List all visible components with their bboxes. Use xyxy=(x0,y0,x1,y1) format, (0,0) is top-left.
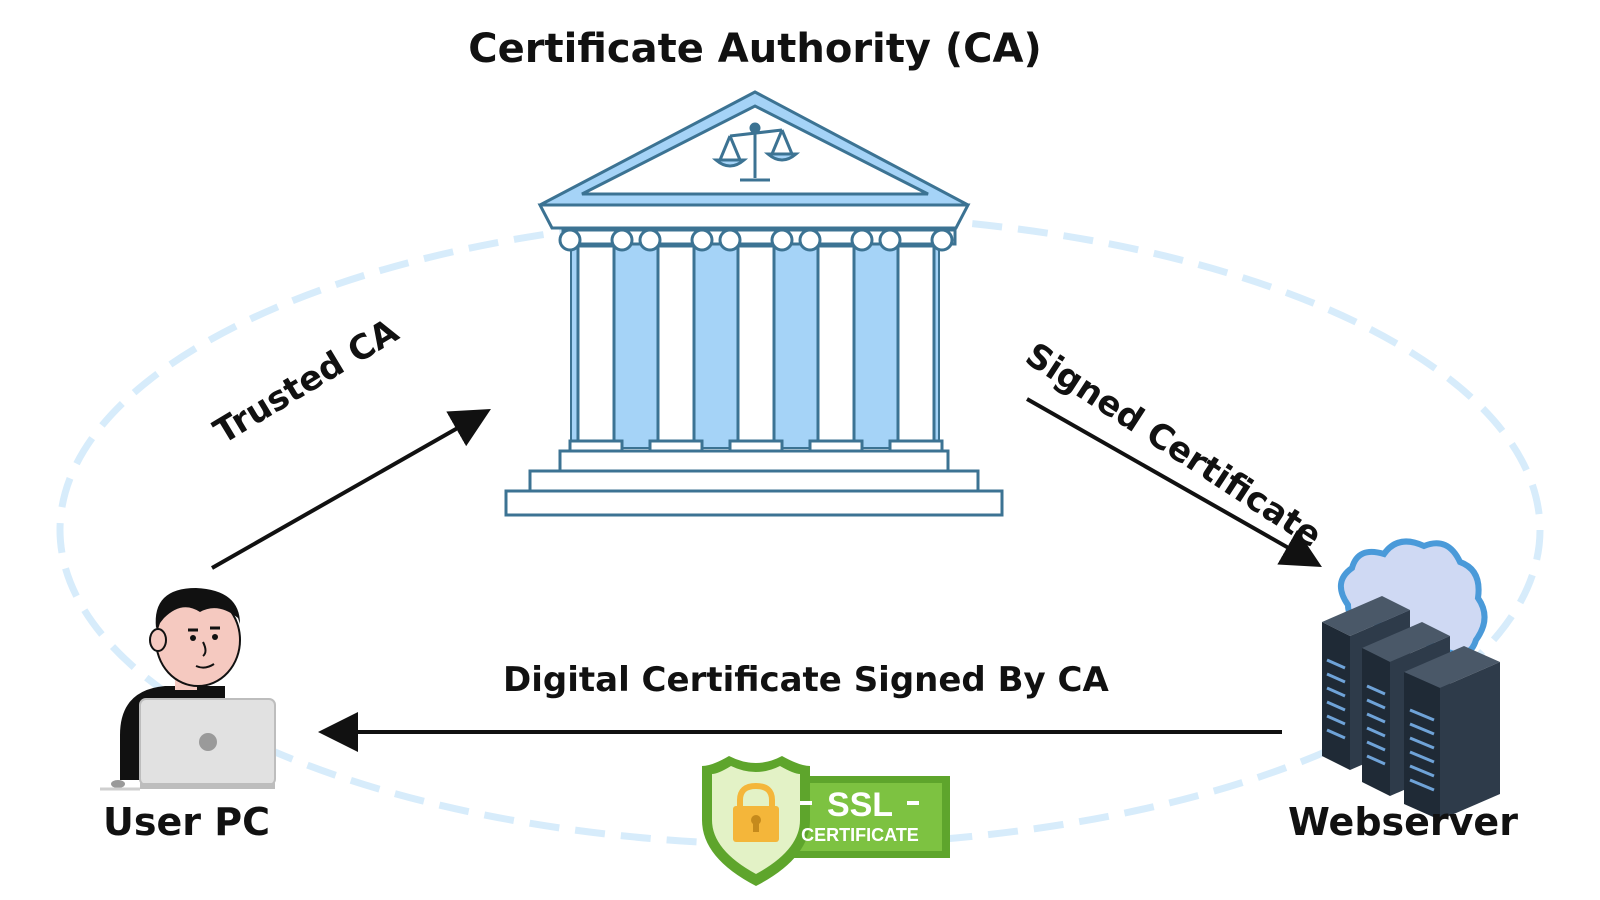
signed-certificate-arrow xyxy=(1026,397,1322,567)
scales-icon xyxy=(711,122,801,182)
trusted-ca-arrow xyxy=(211,409,491,570)
padlock-icon xyxy=(733,782,779,842)
webserver-label: Webserver xyxy=(1288,800,1518,844)
user-pc-label: User PC xyxy=(103,800,270,844)
digital-certificate-label: Digital Certificate Signed By CA xyxy=(503,660,1109,700)
ca-title: Certificate Authority (CA) xyxy=(468,26,1042,72)
ssl-badge-sub-text: CERTIFICATE xyxy=(801,825,919,845)
ssl-badge-main-text: SSL xyxy=(827,786,893,824)
